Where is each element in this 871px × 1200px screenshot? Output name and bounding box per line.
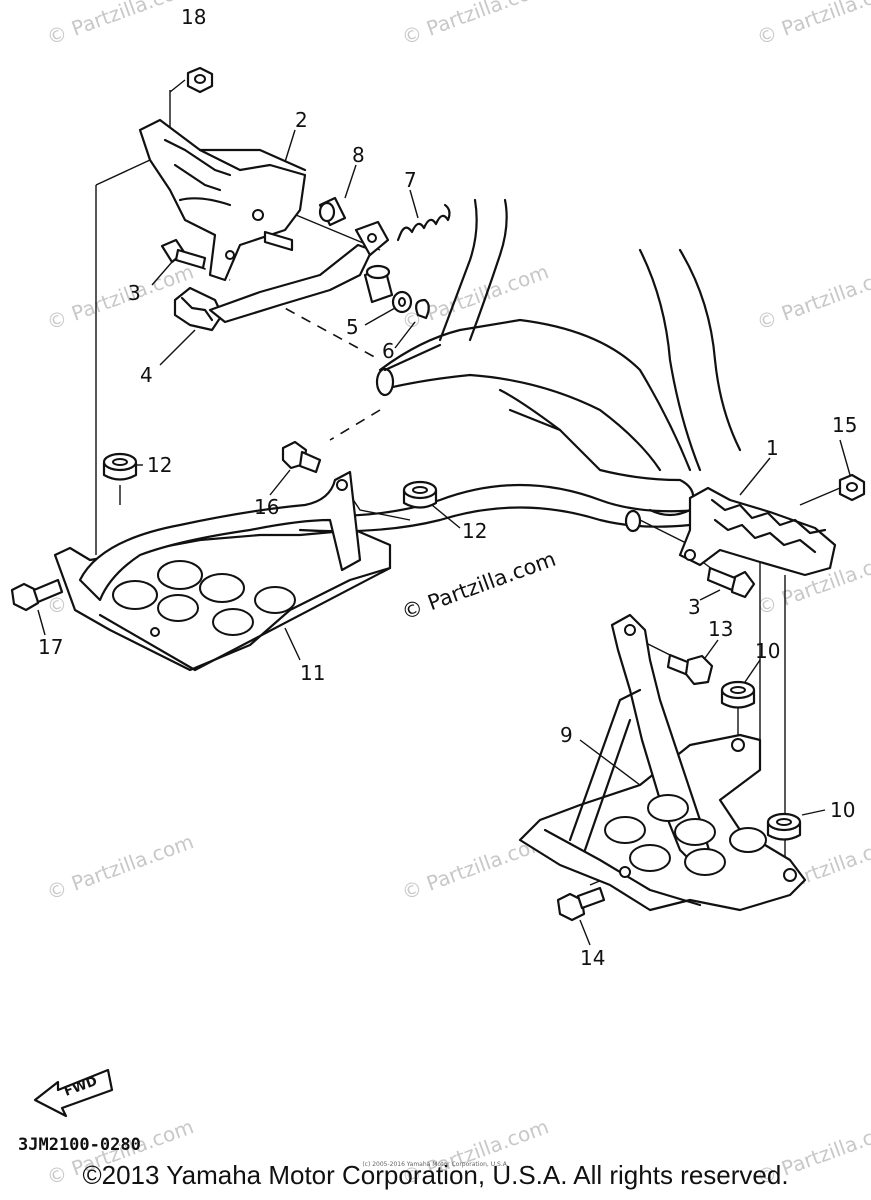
part-3-bolt-upper — [160, 238, 207, 270]
callout-12: 12 — [147, 453, 172, 477]
callout-1: 1 — [766, 436, 779, 460]
part-7-spring — [396, 203, 451, 242]
tiny-notice: (c) 2005-2016 Yamaha Motor Corporation, … — [362, 1161, 509, 1168]
callout-17: 17 — [38, 635, 63, 659]
watermark: © Partzilla.com — [754, 0, 871, 50]
fwd-arrow-icon: FWD — [33, 1068, 114, 1118]
part-12-grommet-right — [402, 480, 438, 509]
callout-11: 11 — [300, 661, 325, 685]
callout-labels: 18 2 8 7 3 5 6 4 12 16 12 1 15 3 17 11 1… — [38, 5, 857, 970]
callout-14: 14 — [580, 946, 605, 970]
part-11-footrest-guard-left — [53, 470, 392, 672]
part-18-nut — [186, 66, 214, 94]
callout-6: 6 — [382, 339, 395, 363]
callout-12: 12 — [462, 519, 487, 543]
part-10-grommet-lower — [766, 812, 802, 841]
callout-7: 7 — [404, 168, 417, 192]
watermark: © Partzilla.com — [44, 0, 197, 50]
part-2-footrest-bracket-left — [138, 118, 307, 282]
callout-15: 15 — [832, 413, 857, 437]
callout-10: 10 — [830, 798, 855, 822]
callout-4: 4 — [140, 363, 153, 387]
watermark: © Partzilla.com — [44, 259, 197, 334]
callout-18: 18 — [181, 5, 206, 29]
part-4-brake-pedal — [173, 220, 394, 332]
part-9-footrest-guard-right — [518, 613, 807, 912]
part-16-bolt — [281, 440, 322, 474]
callout-leaders — [37, 129, 851, 946]
part-12-grommet-left — [102, 452, 138, 481]
part-5-washer — [391, 290, 413, 314]
callout-13: 13 — [708, 617, 733, 641]
part-6-clip — [415, 298, 430, 320]
part-13-bolt — [666, 653, 714, 686]
part-17-bolt — [10, 578, 64, 612]
part-1-footrest-right — [678, 486, 837, 577]
watermark: © Partzilla.com — [399, 0, 552, 50]
callout-8: 8 — [352, 143, 365, 167]
watermark: © Partzilla.com — [754, 259, 871, 334]
callout-3: 3 — [128, 281, 141, 305]
part-8-collar — [318, 196, 347, 227]
callout-9: 9 — [560, 723, 573, 747]
copyright-notice: ©2013 Yamaha Motor Corporation, U.S.A. A… — [82, 1160, 789, 1190]
watermark: © Partzilla.com — [44, 829, 197, 904]
part-10-grommet-upper — [720, 680, 756, 709]
callout-16: 16 — [254, 495, 279, 519]
callout-3: 3 — [688, 595, 701, 619]
callout-2: 2 — [295, 108, 308, 132]
frame-outline — [298, 198, 742, 533]
part-3-bolt-lower — [706, 566, 756, 599]
diagram-code: 3JM2100-0280 — [18, 1135, 141, 1155]
callout-10: 10 — [755, 639, 780, 663]
part-15-nut — [838, 473, 866, 502]
center-watermark: © Partzilla.com — [399, 547, 559, 625]
callout-5: 5 — [346, 315, 359, 339]
part-14-bolt — [556, 886, 606, 922]
